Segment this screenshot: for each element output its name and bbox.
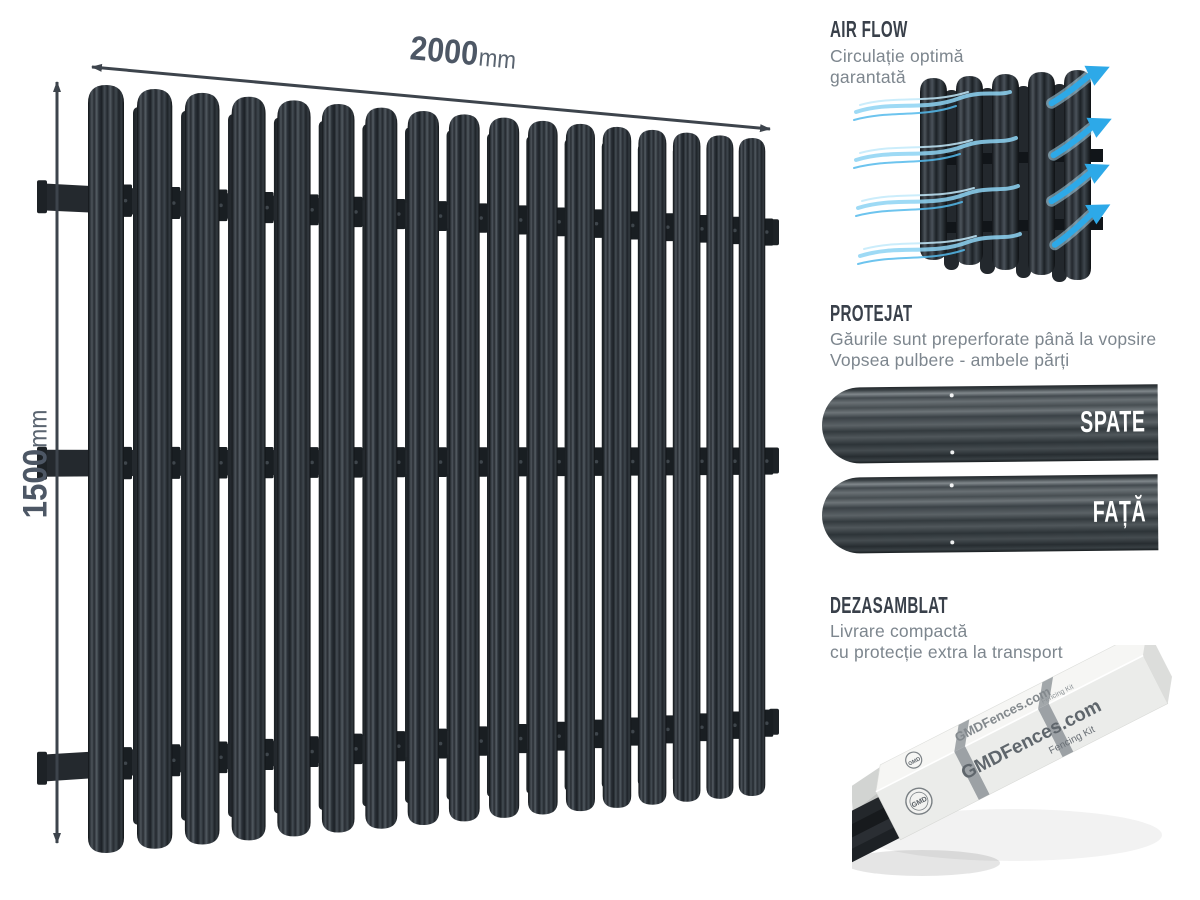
screw-hole <box>949 483 954 488</box>
package-strap <box>954 676 1074 800</box>
dezasamblat-section-title: DEZASAMBLAT <box>830 592 949 618</box>
fence-panel <box>37 85 779 853</box>
protejat-section-title: PROTEJAT <box>830 300 913 326</box>
screw-hole <box>949 393 954 398</box>
airflow-section-description: Circulație optimă garantată <box>830 46 964 88</box>
height-unit: mm <box>24 409 53 448</box>
screw-hole <box>950 540 955 545</box>
screw-hole <box>950 450 955 455</box>
airflow-mini-fence <box>920 70 1103 282</box>
fence-front-pickets <box>88 85 766 853</box>
protejat-desc-line2: Vopsea pulbere - ambele părți <box>830 350 1070 370</box>
spate-label: SPATE <box>1080 405 1147 440</box>
dezasamblat-section-description: Livrare compactă cu protecție extra la t… <box>830 621 1063 663</box>
protejat-desc-line1: Găurile sunt preperforate până la vopsir… <box>830 329 1157 349</box>
picket-bundle <box>852 796 903 872</box>
airflow-illustration <box>853 65 1112 282</box>
package-illustration: GMD GMDFences.com Fencing Kit GMD GMDFen… <box>852 645 1173 876</box>
width-value: 2000 <box>408 29 480 74</box>
width-dimension-arrow <box>91 63 771 133</box>
gmd-logo-badge: GMD <box>908 756 922 767</box>
dezasamblat-desc-line2: cu protecție extra la transport <box>830 642 1063 662</box>
width-unit: mm <box>477 43 518 75</box>
airflow-desc-line2: garantată <box>830 67 906 87</box>
fata-label: FAȚĂ <box>1092 495 1147 529</box>
picket-profile-back: SPATE <box>821 384 1159 464</box>
airflow-desc-line1: Circulație optimă <box>830 46 964 66</box>
airflow-section-title: AIR FLOW <box>830 16 908 42</box>
wind-stream-lines <box>853 90 1022 265</box>
dezasamblat-desc-line1: Livrare compactă <box>830 621 968 641</box>
height-value: 1500 <box>16 448 55 519</box>
dimension-arrows <box>53 63 771 844</box>
wind-exit-arrows <box>1046 65 1112 251</box>
picket-profile-front: FAȚĂ <box>821 474 1159 554</box>
protejat-section-description: Găurile sunt preperforate până la vopsir… <box>830 329 1156 371</box>
